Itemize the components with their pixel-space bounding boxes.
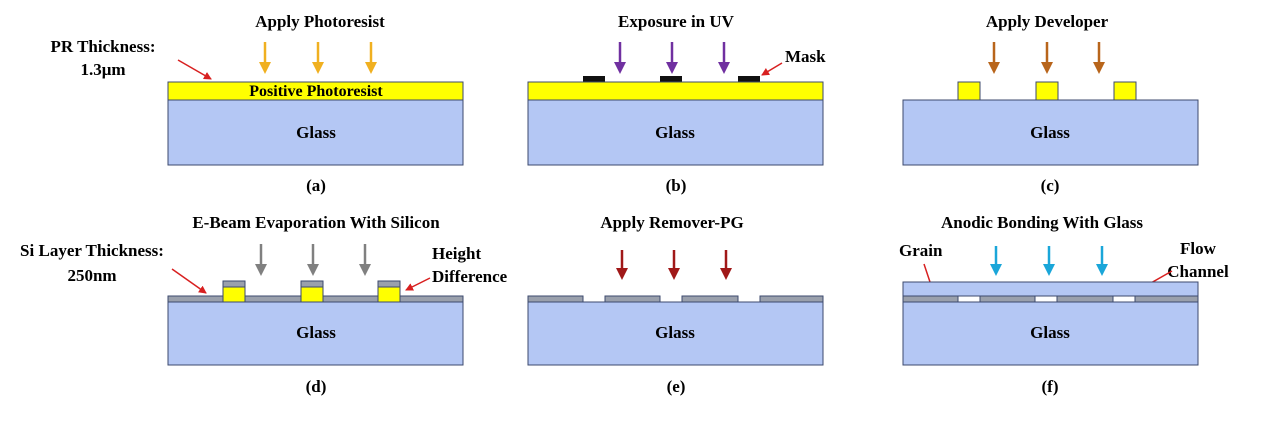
panel-f-title: Anodic Bonding With Glass: [941, 213, 1143, 232]
glass-substrate: [902, 99, 1199, 166]
down-arrows-e: [616, 250, 732, 280]
silicon-layer: [902, 295, 959, 303]
glass-label: Glass: [296, 323, 336, 342]
silicon-layer: [979, 295, 1036, 303]
silicon-layer: [399, 295, 464, 303]
down-arrows-f: [990, 246, 1108, 276]
down-arrow: [668, 250, 680, 280]
down-arrow: [720, 250, 732, 280]
down-arrow: [718, 42, 730, 74]
silicon-cap: [300, 280, 324, 288]
panel-b-caption: (b): [666, 176, 687, 195]
down-arrow: [1041, 42, 1053, 74]
down-arrow: [1043, 246, 1055, 276]
down-arrow: [255, 244, 267, 276]
photoresist-pattern: [222, 286, 246, 304]
glass-label: Glass: [655, 123, 695, 142]
glass-substrate: [527, 301, 824, 366]
down-arrow: [666, 42, 678, 74]
photoresist-pattern: [957, 81, 981, 101]
annotation-arrow: [405, 277, 431, 291]
glass-label: Glass: [1030, 123, 1070, 142]
panel-e: Apply Remover-PG Glass (e): [527, 213, 824, 396]
height-difference-label-1: Height: [432, 244, 481, 263]
panel-f: Anodic Bonding With Glass Grain Flow Cha…: [899, 213, 1229, 396]
panel-d: E-Beam Evaporation With Silicon Si Layer…: [20, 213, 508, 396]
photoresist-layer: [527, 81, 824, 101]
silicon-cap: [377, 280, 401, 288]
photoresist-pattern: [377, 286, 401, 304]
si-thickness-label: Si Layer Thickness:: [20, 241, 164, 260]
panel-e-caption: (e): [667, 377, 686, 396]
panel-c-caption: (c): [1041, 176, 1060, 195]
mask-block: [660, 76, 682, 82]
glass-label: Glass: [655, 323, 695, 342]
down-arrow: [259, 42, 271, 74]
silicon-layer: [1134, 295, 1199, 303]
panel-b-title: Exposure in UV: [618, 12, 735, 31]
silicon-layer: [681, 295, 739, 303]
panel-a-title: Apply Photoresist: [255, 12, 385, 31]
glass-substrate: [902, 301, 1199, 366]
down-arrows-b: [614, 42, 730, 74]
down-arrow: [312, 42, 324, 74]
mask-block: [583, 76, 605, 82]
down-arrow: [988, 42, 1000, 74]
panel-f-caption: (f): [1042, 377, 1059, 396]
pr-thickness-value: 1.3μm: [80, 60, 125, 79]
glass-substrate: [527, 99, 824, 166]
glass-label: Glass: [296, 123, 336, 142]
down-arrow: [359, 244, 371, 276]
silicon-layer: [244, 295, 302, 303]
down-arrows-a: [259, 42, 377, 74]
annotation-arrow: [171, 268, 207, 294]
down-arrows-c: [988, 42, 1105, 74]
silicon-layer: [1056, 295, 1114, 303]
down-arrow: [1096, 246, 1108, 276]
glass-label: Glass: [1030, 323, 1070, 342]
silicon-layer: [759, 295, 824, 303]
grain-label: Grain: [899, 241, 943, 260]
silicon-layer: [322, 295, 379, 303]
annotation-arrow: [761, 62, 783, 76]
glass-substrate: [167, 301, 464, 366]
silicon-layer: [604, 295, 661, 303]
flow-channel-label-2: Channel: [1167, 262, 1229, 281]
glass-substrate: [167, 99, 464, 166]
annotation-arrow: [177, 59, 212, 80]
down-arrow: [614, 42, 626, 74]
panel-e-title: Apply Remover-PG: [600, 213, 743, 232]
panel-d-caption: (d): [306, 377, 327, 396]
photoresist-pattern: [300, 286, 324, 304]
height-difference-label-2: Difference: [432, 267, 508, 286]
down-arrow: [307, 244, 319, 276]
silicon-layer: [167, 295, 224, 303]
photoresist-pattern: [1113, 81, 1137, 101]
pr-thickness-label: PR Thickness:: [50, 37, 155, 56]
silicon-layer: [527, 295, 584, 303]
photoresist-pattern: [1035, 81, 1059, 101]
photoresist-label: Positive Photoresist: [249, 83, 383, 100]
down-arrow: [365, 42, 377, 74]
down-arrow: [1093, 42, 1105, 74]
panel-a: Apply Photoresist PR Thickness: 1.3μm Po…: [50, 12, 464, 195]
panel-b: Exposure in UV Mask Glass (b): [527, 12, 826, 195]
panel-a-caption: (a): [306, 176, 326, 195]
panel-c: Apply Developer Glass (c): [902, 12, 1199, 195]
down-arrow: [990, 246, 1002, 276]
bonded-glass-cover: [902, 281, 1199, 297]
panel-d-title: E-Beam Evaporation With Silicon: [192, 213, 440, 232]
panel-c-title: Apply Developer: [986, 12, 1109, 31]
mask-label: Mask: [785, 47, 826, 66]
mask-block: [738, 76, 760, 82]
flow-channel-label-1: Flow: [1180, 239, 1217, 258]
down-arrows-d: [255, 244, 371, 276]
down-arrow: [616, 250, 628, 280]
silicon-cap: [222, 280, 246, 288]
si-thickness-value: 250nm: [67, 266, 116, 285]
